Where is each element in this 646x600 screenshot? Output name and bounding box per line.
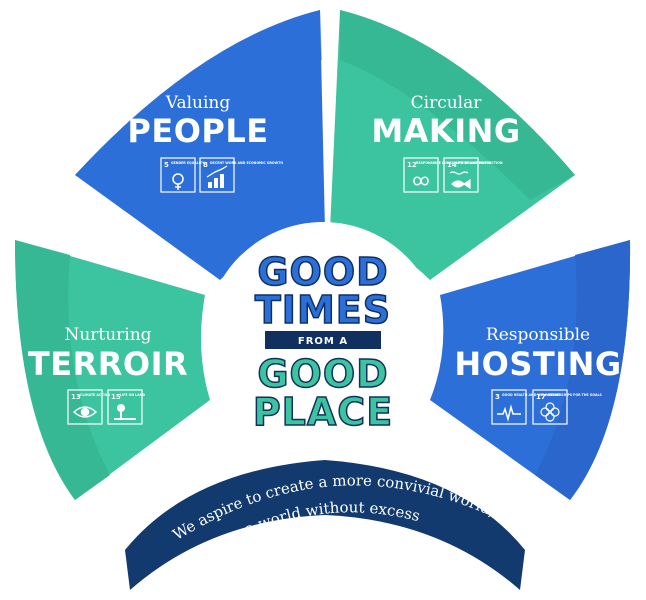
sdg-15-number: 15 (111, 393, 121, 401)
people-kicker: Valuing (165, 93, 231, 113)
center-line-times: TIMES (255, 288, 391, 332)
segment-hosting-shade (535, 240, 631, 500)
hosting-kicker: Responsible (486, 325, 590, 345)
gender-equality-icon (172, 173, 184, 190)
making-title: MAKING (371, 112, 520, 150)
center-band-text: FROM A (298, 336, 348, 347)
center-band (265, 331, 381, 349)
sdg-13-badge: 13 CLIMATE ACTION (67, 389, 110, 425)
center-line-place: PLACE (253, 390, 393, 434)
terroir-kicker: Nurturing (64, 325, 151, 345)
tree-icon (114, 404, 136, 420)
infinity-icon (413, 176, 429, 186)
sdg-14-number: 14 (447, 161, 457, 169)
sdg-3-label: GOOD HEALTH AND WELL-BEING (502, 393, 560, 397)
sdg-12-number: 12 (407, 161, 417, 169)
sdg-3-badge: 3 GOOD HEALTH AND WELL-BEING (491, 389, 560, 425)
fish-icon (449, 171, 471, 190)
growth-chart-icon (206, 165, 228, 188)
segment-hosting: Responsible HOSTING 3 GOOD HEALTH AND WE… (430, 240, 631, 500)
sdg-14-badge: 14 LIFE BELOW WATER (443, 157, 491, 193)
sdg-17-badge: 17 PARTNERSHIPS FOR THE GOALS (532, 389, 603, 425)
hosting-title: HOSTING (454, 345, 621, 383)
making-kicker: Circular (411, 93, 483, 113)
center-line-good-1: GOOD (257, 250, 388, 294)
sdg-3-number: 3 (495, 393, 500, 401)
segment-making: Circular MAKING 12 RESPONSIBLE CONSUMPTI… (330, 10, 575, 280)
mission-banner: We aspire to create a more convivial wor… (125, 460, 525, 590)
segment-terroir: Nurturing TERROIR 13 CLIMATE ACTION 15 L… (15, 240, 210, 500)
sdg-8-badge: 8 DECENT WORK AND ECONOMIC GROWTH (199, 157, 283, 193)
sdg-12-label: RESPONSIBLE CONSUMPTION AND PRODUCTION (416, 161, 503, 165)
segment-terroir-shade (15, 240, 110, 500)
mission-banner-shape (125, 460, 525, 590)
terroir-title: TERROIR (28, 345, 188, 383)
sdg-15-badge: 15 LIFE ON LAND (107, 389, 145, 425)
sdg-17-label: PARTNERSHIPS FOR THE GOALS (545, 393, 603, 397)
sdg-12-badge: 12 RESPONSIBLE CONSUMPTION AND PRODUCTIO… (403, 157, 503, 193)
people-title: PEOPLE (127, 112, 268, 150)
climate-eye-icon (72, 406, 98, 418)
sdg-8-number: 8 (203, 161, 208, 169)
sdg-5-badge: 5 GENDER EQUALITY (160, 157, 205, 193)
center-logo: GOOD TIMES FROM A GOOD PLACE (205, 222, 441, 458)
sdg-5-number: 5 (164, 161, 169, 169)
partnership-flower-icon (540, 402, 560, 422)
sdg-5-label: GENDER EQUALITY (171, 161, 205, 165)
sdg-15-label: LIFE ON LAND (120, 393, 145, 397)
sdg-13-number: 13 (71, 393, 81, 401)
center-line-good-2: GOOD (257, 352, 388, 396)
segment-people: Valuing PEOPLE 5 GENDER EQUALITY 8 DECEN… (75, 10, 325, 280)
segment-people-shade (75, 10, 322, 200)
segment-making-shade (340, 10, 575, 200)
heartbeat-icon (497, 404, 521, 422)
sdg-17-number: 17 (536, 393, 546, 401)
sdg-14-label: LIFE BELOW WATER (456, 161, 491, 165)
sdg-8-label: DECENT WORK AND ECONOMIC GROWTH (210, 161, 283, 165)
sdg-13-label: CLIMATE ACTION (80, 393, 110, 397)
